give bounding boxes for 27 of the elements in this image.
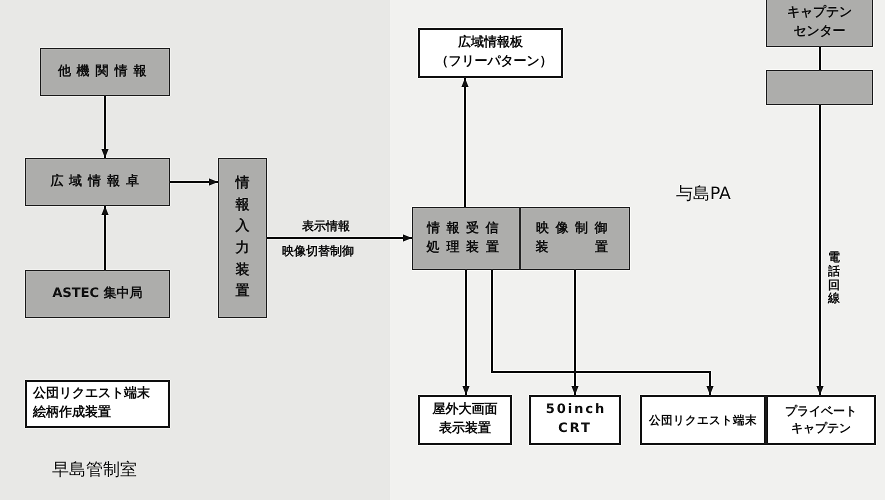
- edge-label: 表示情報: [300, 218, 352, 235]
- process-box: 他機関情報: [40, 48, 170, 96]
- arrow: [101, 96, 109, 158]
- process-box: 情報受信処理装置: [412, 207, 520, 270]
- process-box: 映像制御装置: [520, 207, 630, 270]
- arrow: [170, 178, 218, 186]
- process-box: 公団リクエスト端末絵柄作成装置: [25, 380, 170, 428]
- process-box: 屋外大画面表示装置: [418, 395, 512, 445]
- area-label: 与島PA: [676, 183, 731, 205]
- signal-label: 映像切替制御: [282, 243, 354, 260]
- area-label: 早島管制室: [52, 459, 137, 481]
- process-box: キャプテンセンター: [766, 0, 873, 47]
- arrow: [101, 206, 109, 270]
- arrow: [816, 105, 824, 395]
- process-box: 公団リクエスト端末: [640, 395, 766, 445]
- process-box: 広域情報板（フリーパターン）: [418, 28, 563, 78]
- arrow: [267, 234, 412, 242]
- process-box: 広域情報卓: [25, 158, 170, 206]
- process-box: プライベートキャプテン: [766, 395, 876, 445]
- arrow: [571, 270, 579, 395]
- arrow: [461, 78, 469, 207]
- process-box: 情報入力装置: [218, 158, 267, 318]
- process-box: 50inch CRT: [529, 395, 621, 445]
- arrow: [462, 270, 470, 395]
- process-box: ASTEC 集中局: [25, 270, 170, 318]
- blank-box: [766, 70, 873, 105]
- arrow: [491, 270, 714, 395]
